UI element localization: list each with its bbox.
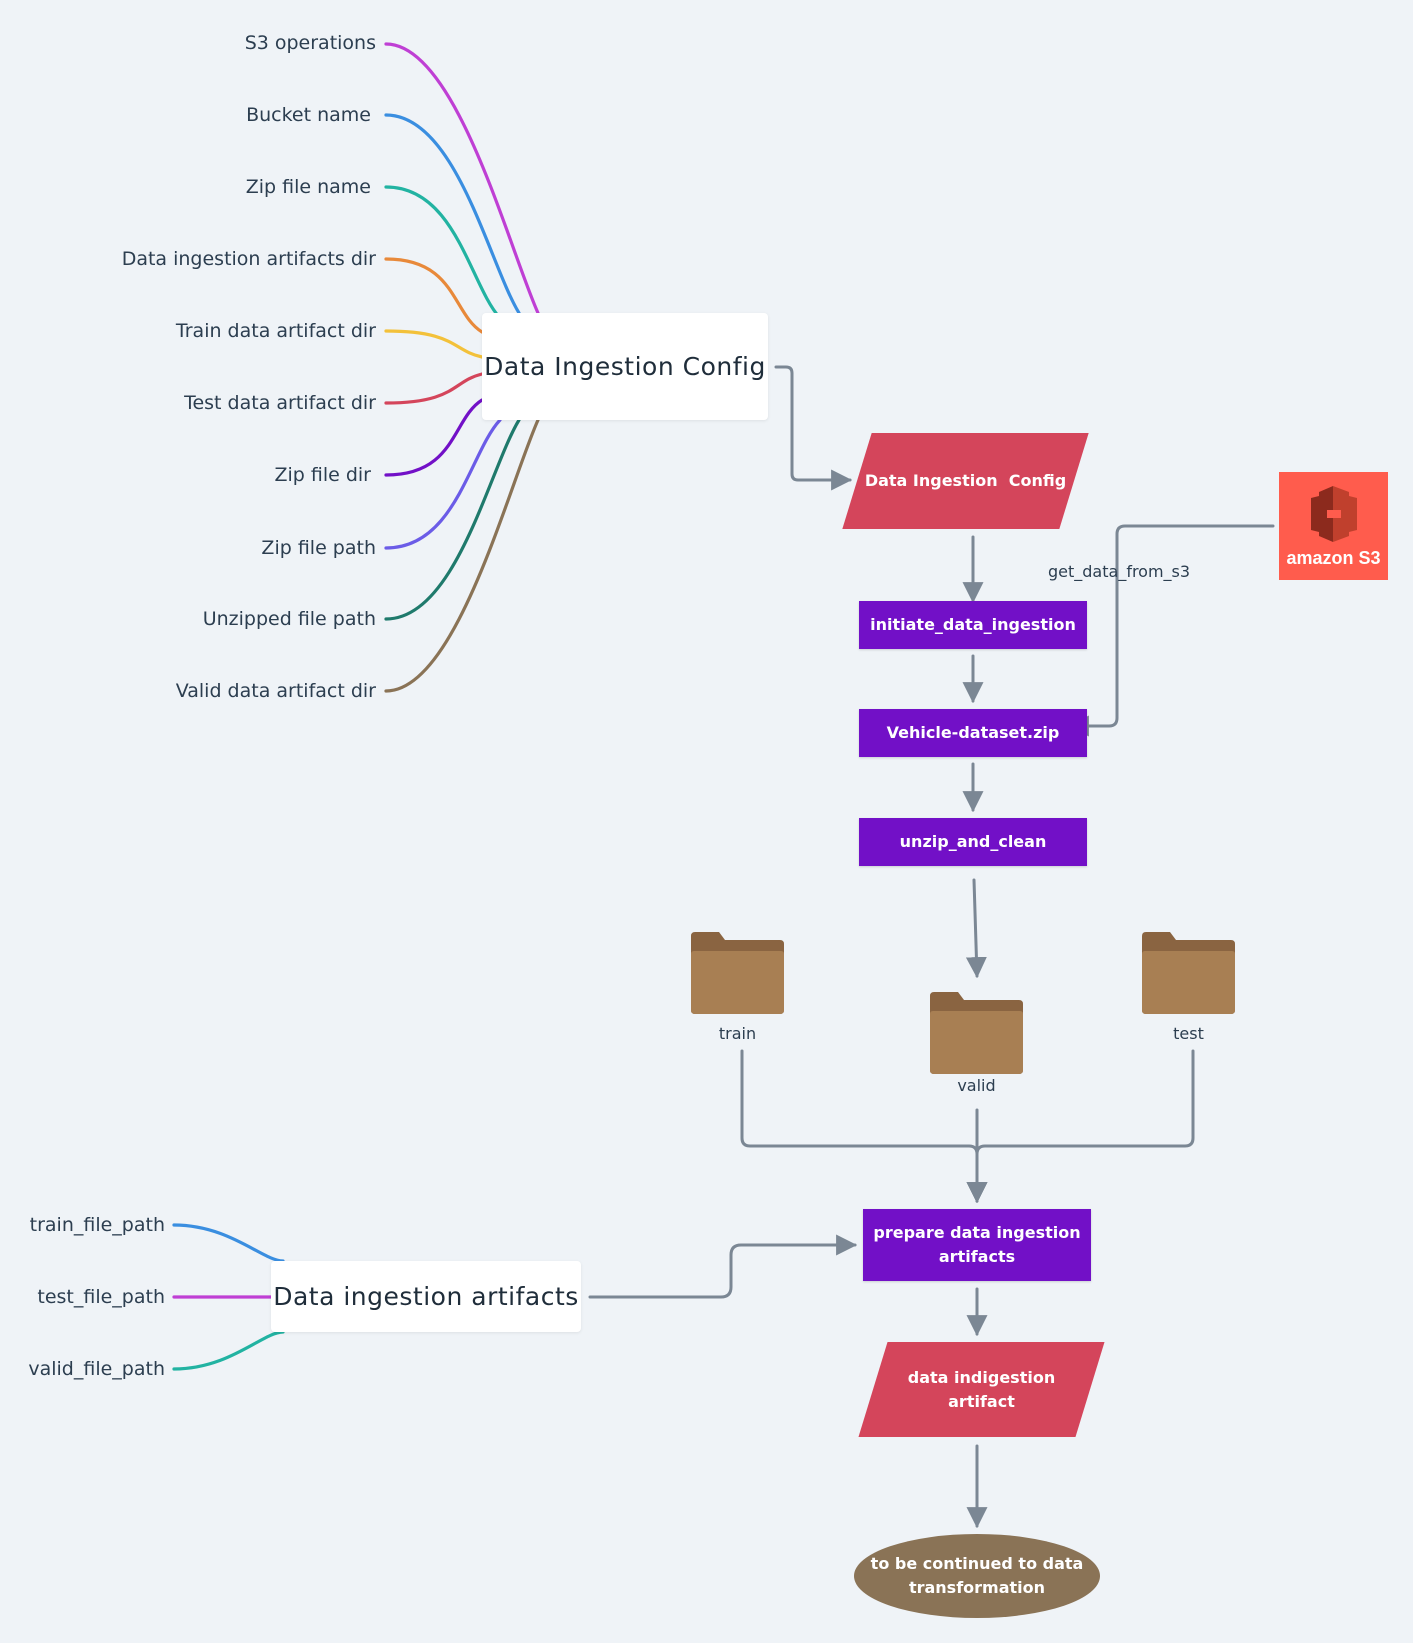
s3-bucket-icon bbox=[1310, 485, 1357, 542]
artifact-io-label: data indigestion artifact bbox=[907, 1367, 1056, 1411]
branch-label-zip-file-path: Zip file path bbox=[261, 537, 376, 559]
branch-label-train-data-artifact-dir: Train data artifact dir bbox=[175, 320, 376, 342]
config-branch-line bbox=[384, 42, 540, 315]
branch-label-zip-file-name: Zip file name bbox=[245, 176, 371, 198]
continue-terminal-node[interactable]: to be continued to data transformation bbox=[854, 1534, 1100, 1618]
initiate-data-ingestion-label: initiate_data_ingestion bbox=[870, 615, 1076, 634]
branch-label-test-data-artifact-dir: Test data artifact dir bbox=[184, 392, 376, 414]
branch-label-s3-operations: S3 operations bbox=[244, 32, 376, 54]
branch-label-valid-file-path: valid_file_path bbox=[28, 1358, 165, 1380]
artifacts-topic-label: Data ingestion artifacts bbox=[273, 1282, 579, 1311]
branch-label-train-file-path: train_file_path bbox=[29, 1214, 165, 1236]
s3-edge-label: get_data_from_s3 bbox=[1048, 562, 1191, 581]
vehicle-dataset-zip-node[interactable]: Vehicle-dataset.zip bbox=[859, 709, 1087, 757]
folder-test[interactable] bbox=[1142, 932, 1235, 1018]
config-branch-line bbox=[384, 398, 484, 477]
config-branch-line bbox=[384, 113, 521, 315]
branch-label-zip-file-dir: Zip file dir bbox=[274, 464, 371, 486]
folder-valid-label: valid bbox=[957, 1076, 996, 1095]
amazon-s3-logo[interactable]: amazon S3 bbox=[1279, 472, 1388, 580]
prepare-artifacts-node[interactable]: prepare data ingestion artifacts bbox=[863, 1209, 1091, 1281]
folder-valid-icon bbox=[930, 992, 1023, 1074]
artifact-branch-line bbox=[172, 1223, 285, 1263]
unzip-and-clean-label: unzip_and_clean bbox=[899, 832, 1047, 851]
arrow-artifacts-to-prepare bbox=[588, 1234, 858, 1299]
folder-train-label: train bbox=[718, 1024, 757, 1043]
artifact-io-node[interactable]: data indigestion artifact bbox=[858, 1342, 1105, 1437]
folder-train[interactable] bbox=[691, 932, 784, 1018]
folder-train-icon bbox=[691, 932, 784, 1014]
config-topic-label: Data Ingestion Config bbox=[484, 352, 766, 381]
branch-label-data-ingestion-artifacts-dir: Data ingestion artifacts dir bbox=[121, 248, 376, 270]
s3-logo-text: amazon S3 bbox=[1286, 547, 1381, 568]
config-branch-line bbox=[384, 418, 540, 693]
config-branch-line bbox=[384, 257, 484, 334]
arrow-s3-to-zip bbox=[1067, 524, 1275, 737]
folder-test-label: test bbox=[1173, 1024, 1204, 1043]
config-topic[interactable]: Data Ingestion Config bbox=[482, 313, 768, 420]
config-io-node[interactable]: Data Ingestion Config bbox=[842, 433, 1089, 529]
config-branch-line bbox=[384, 185, 502, 320]
artifacts-topic[interactable]: Data ingestion artifacts bbox=[271, 1261, 581, 1332]
config-io-label: Data Ingestion Config bbox=[864, 471, 1067, 490]
arrow-config-to-io bbox=[774, 365, 853, 491]
continue-terminal-label: to be continued to data transformation bbox=[870, 1554, 1084, 1597]
prepare-artifacts-label: prepare data ingestion artifacts bbox=[873, 1223, 1081, 1266]
config-branch-line bbox=[384, 418, 521, 621]
arrow-unzip-to-valid bbox=[965, 878, 987, 979]
folder-valid[interactable] bbox=[930, 992, 1023, 1078]
folder-test-icon bbox=[1142, 932, 1235, 1014]
branch-label-test-file-path: test_file_path bbox=[37, 1286, 165, 1308]
config-branch-line bbox=[384, 418, 502, 550]
branch-label-valid-data-artifact-dir: Valid data artifact dir bbox=[175, 680, 376, 702]
config-branch-line bbox=[384, 372, 484, 405]
initiate-data-ingestion-node[interactable]: initiate_data_ingestion bbox=[859, 601, 1087, 649]
vehicle-dataset-zip-label: Vehicle-dataset.zip bbox=[886, 723, 1060, 742]
config-branch-line bbox=[384, 329, 484, 359]
artifact-branch-line bbox=[172, 1330, 285, 1371]
unzip-and-clean-node[interactable]: unzip_and_clean bbox=[859, 818, 1087, 866]
branch-label-bucket-name: Bucket name bbox=[246, 104, 371, 126]
branch-label-unzipped-file-path: Unzipped file path bbox=[202, 608, 376, 630]
